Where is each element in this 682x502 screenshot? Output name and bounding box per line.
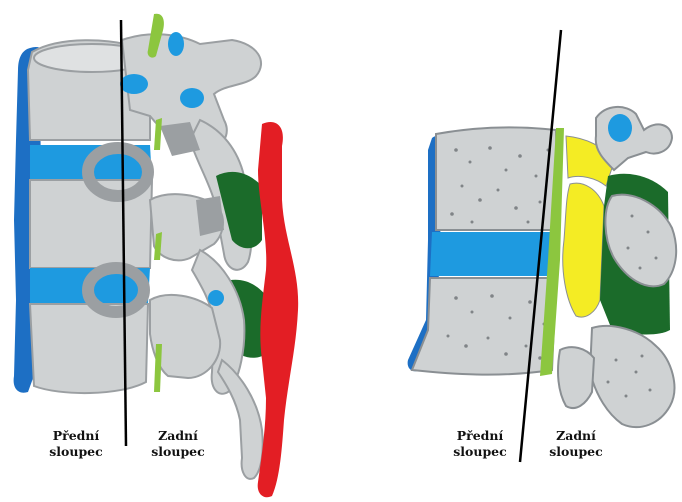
label-posterior-line1: Zadní: [536, 428, 616, 444]
supraspinous-ligament-red: [258, 122, 298, 497]
label-anterior-column-right: Přední sloupec: [440, 428, 520, 460]
label-anterior-line2: sloupec: [36, 444, 116, 460]
facet-joint-middle: [196, 196, 224, 236]
section-posterior-arch-upper: [596, 107, 672, 170]
label-posterior-line2: sloupec: [536, 444, 616, 460]
section-facet-blue: [608, 114, 632, 142]
facet-blue-top-right: [180, 88, 204, 108]
vertebral-body-lower: [30, 304, 148, 393]
left-spine-illustration: [14, 14, 299, 497]
label-posterior-column-right: Zadní sloupec: [536, 428, 616, 460]
section-facet-lower: [558, 347, 594, 408]
ligamentum-flavum-lower: [563, 183, 604, 317]
spinous-process-lower: [218, 360, 263, 479]
facet-blue-mid: [208, 290, 224, 306]
section-vertebral-body-lower: [412, 278, 556, 375]
section-spinous-process-lower: [590, 326, 674, 427]
facet-blue-top-small: [168, 32, 184, 56]
label-anterior-column-left: Přední sloupec: [36, 428, 116, 460]
label-anterior-line1: Přední: [36, 428, 116, 444]
label-posterior-line2: sloupec: [138, 444, 218, 460]
section-vertebral-body-upper: [436, 127, 558, 230]
label-anterior-line2: sloupec: [440, 444, 520, 460]
facet-blue-top-left: [120, 74, 148, 94]
label-posterior-line1: Zadní: [138, 428, 218, 444]
label-posterior-column-left: Zadní sloupec: [138, 428, 218, 460]
right-spine-illustration: [408, 107, 677, 427]
label-anterior-line1: Přední: [440, 428, 520, 444]
